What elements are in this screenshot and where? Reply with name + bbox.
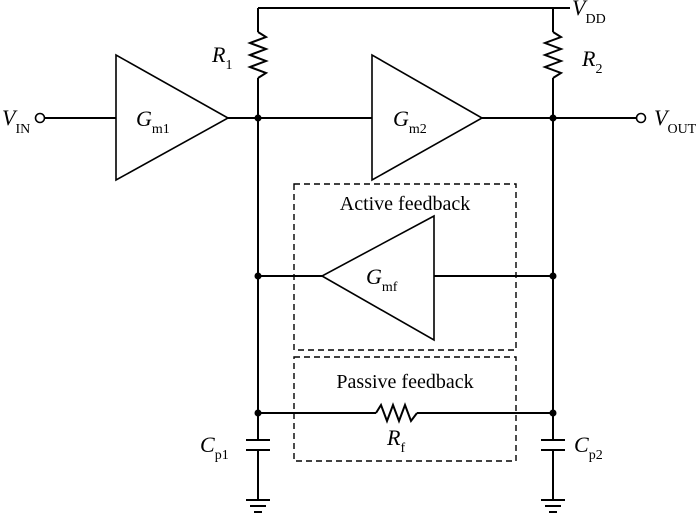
r1-label: R1	[211, 42, 232, 73]
vout-label: VOUT	[654, 105, 697, 137]
vin-terminal	[34, 112, 46, 124]
rf-resistor	[375, 402, 418, 424]
gm2-amplifier	[371, 53, 484, 182]
vout-terminal	[635, 112, 647, 124]
r2-label: R2	[581, 46, 602, 77]
active-feedback-label: Active feedback	[340, 193, 470, 215]
left-node-dot	[254, 114, 262, 122]
gmf-left-dot	[254, 272, 262, 280]
gmf-right-dot	[549, 272, 557, 280]
passive-feedback-label: Passive feedback	[336, 371, 473, 393]
gmf-amplifier	[320, 214, 435, 342]
cp2-label: Cp2	[574, 432, 603, 463]
rf-left-dot	[254, 409, 262, 417]
r1-resistor	[247, 31, 269, 79]
vdd-label: VDD	[572, 0, 606, 27]
passive-feedback-box	[293, 356, 517, 462]
gm2-label: Gm2	[393, 106, 427, 137]
vin-label: VIN	[2, 105, 30, 137]
gm1-label: Gm1	[136, 106, 170, 137]
gm1-amplifier	[115, 53, 230, 182]
cp1-label: Cp1	[200, 432, 229, 463]
rf-label: Rf	[386, 425, 405, 456]
active-feedback-box	[293, 183, 517, 351]
r2-resistor	[542, 31, 564, 79]
rf-right-dot	[549, 409, 557, 417]
gmf-label: Gmf	[366, 264, 398, 295]
right-node-dot	[549, 114, 557, 122]
